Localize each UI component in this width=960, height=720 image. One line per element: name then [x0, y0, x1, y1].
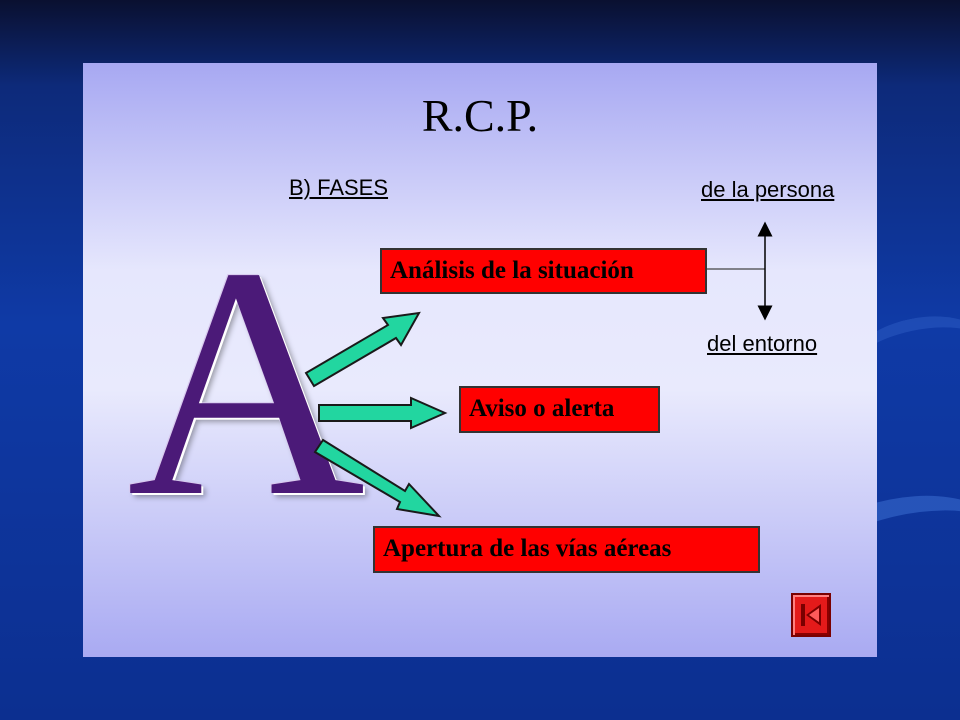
branch-label-person: de la persona — [701, 177, 835, 202]
skip-back-icon — [801, 604, 821, 626]
big-letter: A — [127, 200, 366, 565]
diagram-arrows — [304, 221, 773, 518]
arrow-to-airway — [313, 438, 442, 518]
step-alert: Aviso o alerta — [459, 386, 660, 433]
arrow-to-alert — [318, 396, 448, 430]
slide-title: R.C.P. — [421, 90, 539, 141]
step-airway: Apertura de las vías aéreas — [373, 526, 760, 573]
arrow-to-analysis — [304, 311, 421, 388]
section-heading: B) FASES — [289, 175, 389, 200]
slide-panel: R.C.P. B) FASES de la persona del entorn… — [83, 63, 877, 657]
branch-label-environment: del entorno — [707, 331, 818, 356]
step-analysis: Análisis de la situación — [380, 248, 707, 294]
back-button[interactable] — [791, 593, 831, 637]
